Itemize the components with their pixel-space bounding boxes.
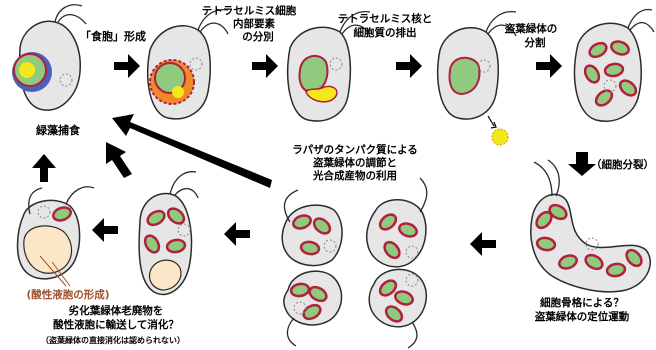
label-excretion-2: 細胞質の排出 <box>354 26 417 39</box>
daughter-cell-4 <box>369 269 426 348</box>
arrow-left-2 <box>224 222 250 246</box>
arrow-right-1 <box>114 54 140 78</box>
cell-food-vacuole <box>148 10 228 119</box>
daughter-cell-3 <box>284 271 342 346</box>
label-phagocytosis: 「食胞」形成 <box>80 29 146 43</box>
arrow-left-3 <box>92 218 118 242</box>
daughter-cell-1 <box>282 190 342 266</box>
label-division-1: 盗葉緑体の <box>505 22 558 35</box>
label-cell-division: （細胞分裂） <box>591 158 654 171</box>
arrow-diag-small <box>106 142 132 178</box>
label-green-algae-feeding: 緑藻捕食 <box>36 123 81 137</box>
cell-degradation <box>139 172 198 295</box>
daughter-cell-2 <box>367 178 427 267</box>
cell-dividing <box>531 160 650 292</box>
label-acidic-vacuole: (酸性液胞の形成) <box>26 288 109 301</box>
excreted-nucleus <box>492 129 508 145</box>
label-division-2: 分割 <box>525 36 546 49</box>
label-digestion-1: 劣化葉緑体老廃物を <box>69 304 164 317</box>
cell-feeding <box>12 5 86 110</box>
arrow-left-1 <box>470 232 496 256</box>
arrow-up-left <box>32 154 56 182</box>
cell-acidic-vacuole <box>18 187 95 286</box>
label-separation-2: 内部要素 <box>233 17 275 30</box>
label-cytoskeleton-2: 盗葉緑体の定位運動 <box>535 310 630 323</box>
cell-division-chloroplast <box>575 10 654 122</box>
label-separation-1: テトラセルミス細胞 <box>202 4 297 17</box>
label-rapaza-protein-3: 光合成産物の利用 <box>312 169 397 182</box>
label-separation-3: の分別 <box>242 30 274 43</box>
label-note: （盗葉緑体の直接消化は認められない） <box>41 335 185 345</box>
arrow-right-3 <box>396 54 422 78</box>
label-excretion-1: テトラセルミス核と <box>338 12 433 25</box>
label-rapaza-protein-1: ラパザのタンパク質による <box>292 143 418 156</box>
label-digestion-2: 酸性液胞に輸送して消化？ <box>53 318 179 331</box>
label-cytoskeleton-1: 細胞骨格による？ <box>540 296 624 309</box>
label-rapaza-protein-2: 盗葉緑体の調節と <box>313 156 397 169</box>
arrow-diag-long <box>112 114 272 188</box>
arrow-right-4 <box>536 54 562 78</box>
arrow-right-2 <box>252 54 278 78</box>
